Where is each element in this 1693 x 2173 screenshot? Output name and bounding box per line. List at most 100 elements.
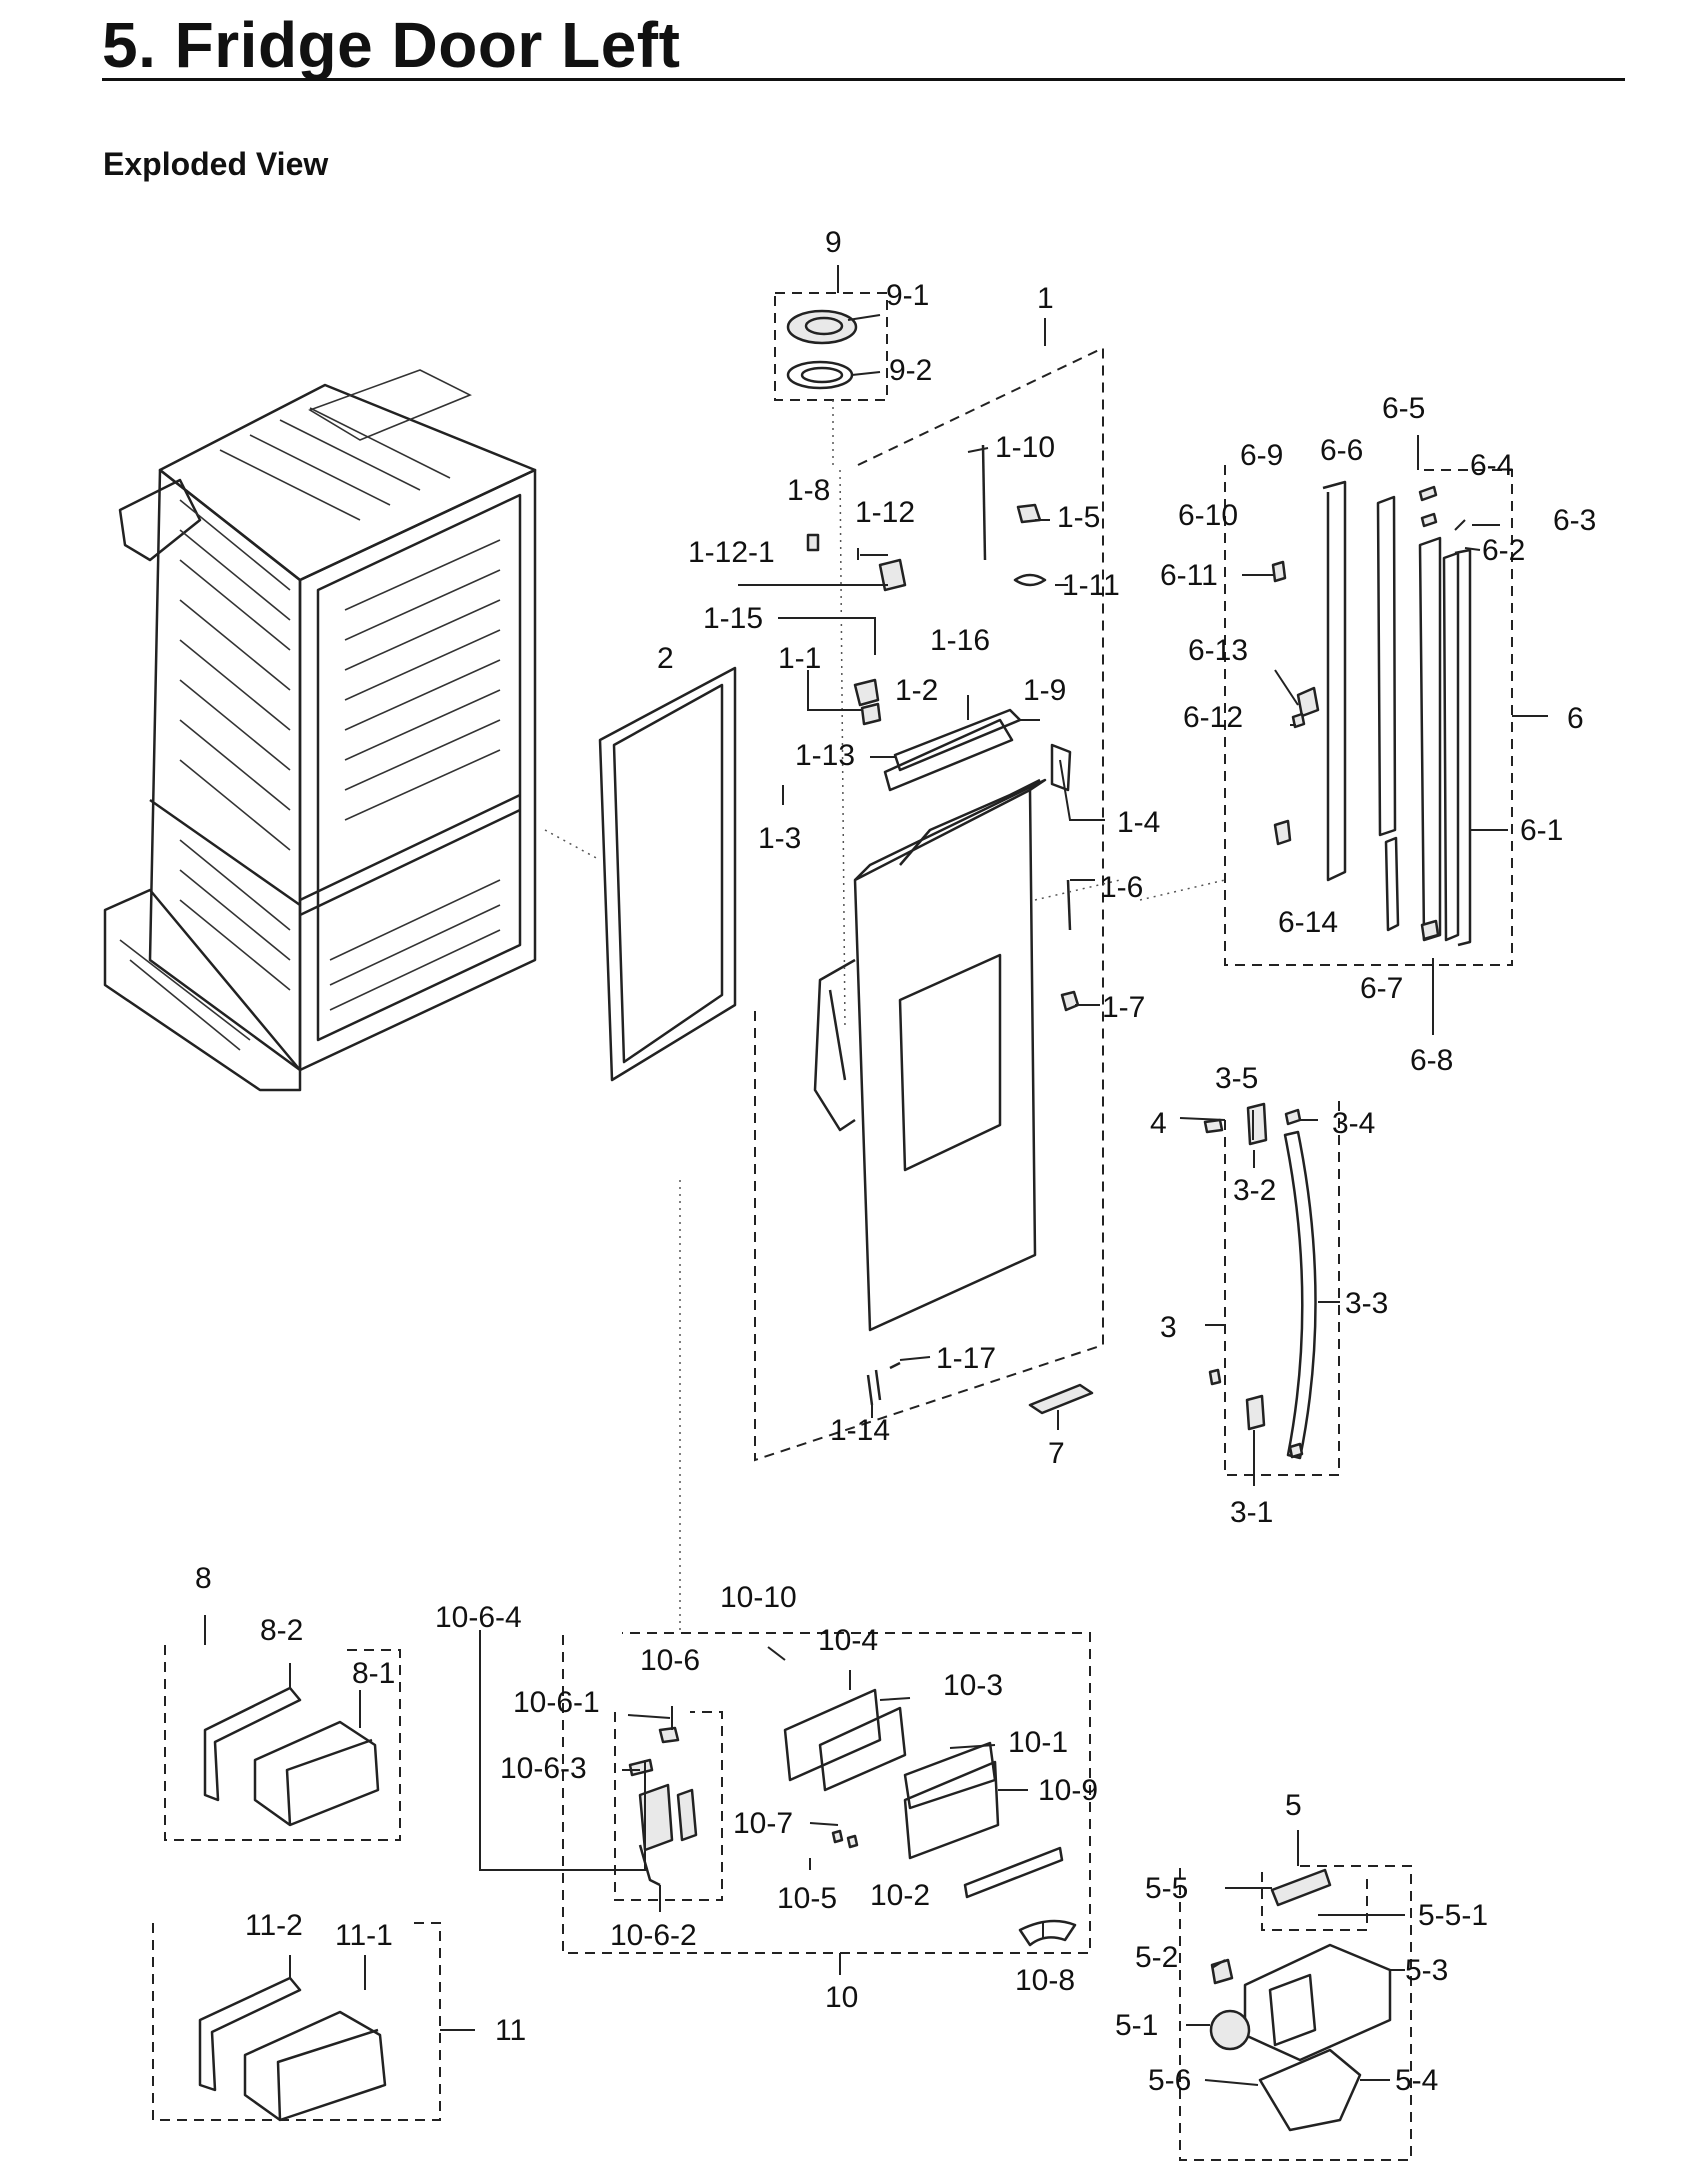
callout-1-11: 1-11 xyxy=(1062,569,1120,602)
callout-9: 9 xyxy=(825,226,842,259)
callout-6-3: 6-3 xyxy=(1553,504,1596,537)
callout-1-8: 1-8 xyxy=(787,474,830,507)
part-3-handle-drawing xyxy=(1203,1102,1317,1460)
callout-6: 6 xyxy=(1567,702,1584,735)
callout-4: 4 xyxy=(1150,1107,1167,1140)
part-8-bin-drawing xyxy=(203,1686,380,1827)
callout-10-9: 10-9 xyxy=(1038,1774,1098,1807)
callout-5-5-1: 5-5-1 xyxy=(1418,1899,1488,1932)
callout-1-15: 1-15 xyxy=(703,602,763,635)
part-11-group-box xyxy=(152,1922,441,2121)
section-subtitle: Exploded View xyxy=(103,146,329,182)
part-10-dispenser-drawing xyxy=(628,1688,1077,1947)
callout-6-1: 6-1 xyxy=(1520,814,1563,847)
callout-5-4: 5-4 xyxy=(1395,2064,1438,2097)
callout-3: 3 xyxy=(1160,1311,1177,1344)
callout-10-7: 10-7 xyxy=(733,1807,793,1840)
callout-10-1: 10-1 xyxy=(1008,1726,1068,1759)
callout-1-1: 1-1 xyxy=(778,642,821,675)
callout-10-2: 10-2 xyxy=(870,1879,930,1912)
part-6-group-box xyxy=(1224,465,1513,966)
callout-5-6: 5-6 xyxy=(1148,2064,1191,2097)
part-5-ice-maker-drawing xyxy=(1209,1868,1392,2132)
callout-10-6: 10-6 xyxy=(640,1644,700,1677)
callout-10-6-1: 10-6-1 xyxy=(513,1686,600,1719)
title-underline xyxy=(102,78,1625,81)
part-1-group-outline xyxy=(754,346,1104,1462)
callout-1-7: 1-7 xyxy=(1102,991,1145,1024)
callout-9-1: 9-1 xyxy=(886,279,929,312)
door-gasket-drawing xyxy=(598,666,737,1082)
callout-6-9: 6-9 xyxy=(1240,439,1283,472)
callout-3-1: 3-1 xyxy=(1230,1496,1273,1529)
callout-6-10: 6-10 xyxy=(1178,499,1238,532)
callout-10-8: 10-8 xyxy=(1015,1964,1075,1997)
part-7-drawing xyxy=(1028,1383,1094,1415)
callout-5: 5 xyxy=(1285,1789,1302,1822)
callout-7: 7 xyxy=(1048,1437,1065,1470)
door-top-cap-drawing xyxy=(883,708,1022,792)
callout-6-4: 6-4 xyxy=(1470,449,1513,482)
callout-3-4: 3-4 xyxy=(1332,1107,1375,1140)
callout-6-5: 6-5 xyxy=(1382,392,1425,425)
callout-1-6: 1-6 xyxy=(1100,871,1143,904)
callout-8-2: 8-2 xyxy=(260,1614,303,1647)
part-8-group-box xyxy=(164,1645,401,1841)
callout-8-1: 8-1 xyxy=(352,1657,395,1690)
callout-6-8: 6-8 xyxy=(1410,1044,1453,1077)
callout-10-10: 10-10 xyxy=(720,1581,797,1614)
callout-1-14: 1-14 xyxy=(830,1414,890,1447)
callout-6-2: 6-2 xyxy=(1482,534,1525,567)
callout-10: 10 xyxy=(825,1981,858,2014)
callout-1-5: 1-5 xyxy=(1057,501,1100,534)
callout-11-1: 11-1 xyxy=(335,1919,393,1952)
callout-1-12-1: 1-12-1 xyxy=(688,536,775,569)
callout-1-17: 1-17 xyxy=(936,1342,996,1375)
callout-1-4: 1-4 xyxy=(1117,806,1160,839)
callout-5-3: 5-3 xyxy=(1405,1954,1448,1987)
callout-11-2: 11-2 xyxy=(245,1909,303,1942)
callout-6-7: 6-7 xyxy=(1360,972,1403,1005)
callout-10-6-4: 10-6-4 xyxy=(435,1601,522,1634)
door-hardware-drawings xyxy=(806,444,1080,1406)
callout-10-3: 10-3 xyxy=(943,1669,1003,1702)
callout-10-6-2: 10-6-2 xyxy=(610,1919,697,1952)
callout-5-2: 5-2 xyxy=(1135,1941,1178,1974)
callout-1-9: 1-9 xyxy=(1023,674,1066,707)
callout-5-5: 5-5 xyxy=(1145,1872,1188,1905)
callout-3-5: 3-5 xyxy=(1215,1062,1258,1095)
callout-1-13: 1-13 xyxy=(795,739,855,772)
callout-labels: 9 9-1 9-2 1 1-10 1-5 1-11 1-8 1-1 2 1-12-… xyxy=(195,226,1596,2097)
part-10-group-box xyxy=(562,1632,1091,1954)
part-11-bin-drawing xyxy=(198,1976,387,2122)
callout-6-6: 6-6 xyxy=(1320,434,1363,467)
callout-2: 2 xyxy=(657,642,674,675)
part-9-rings-drawing xyxy=(786,309,858,390)
part-6-rails-drawing xyxy=(1271,480,1472,947)
callout-8: 8 xyxy=(195,1562,212,1595)
callout-1-10: 1-10 xyxy=(995,431,1055,464)
part-5-5-group-box xyxy=(1261,1872,1368,1931)
fridge-cabinet-drawing xyxy=(103,369,537,1092)
part-5-group-box xyxy=(1179,1865,1412,2161)
part-10-6-group-box xyxy=(614,1711,723,1901)
callout-1-16: 1-16 xyxy=(930,624,990,657)
callout-6-11: 6-11 xyxy=(1160,559,1218,592)
part-9-group-box xyxy=(774,292,888,401)
callout-10-4: 10-4 xyxy=(818,1624,878,1657)
callout-1-3: 1-3 xyxy=(758,822,801,855)
callout-1: 1 xyxy=(1037,282,1054,315)
callout-6-12: 6-12 xyxy=(1183,701,1243,734)
callout-10-5: 10-5 xyxy=(777,1882,837,1915)
leader-lines xyxy=(204,265,1548,2086)
callout-3-2: 3-2 xyxy=(1233,1174,1276,1207)
callout-1-2: 1-2 xyxy=(895,674,938,707)
door-panel-drawing xyxy=(813,778,1047,1332)
projection-lines xyxy=(544,400,1226,1630)
callout-11: 11 xyxy=(495,2014,526,2047)
callout-6-13: 6-13 xyxy=(1188,634,1248,667)
callout-5-1: 5-1 xyxy=(1115,2009,1158,2042)
page-title: 5. Fridge Door Left xyxy=(102,9,681,81)
callout-9-2: 9-2 xyxy=(889,354,932,387)
